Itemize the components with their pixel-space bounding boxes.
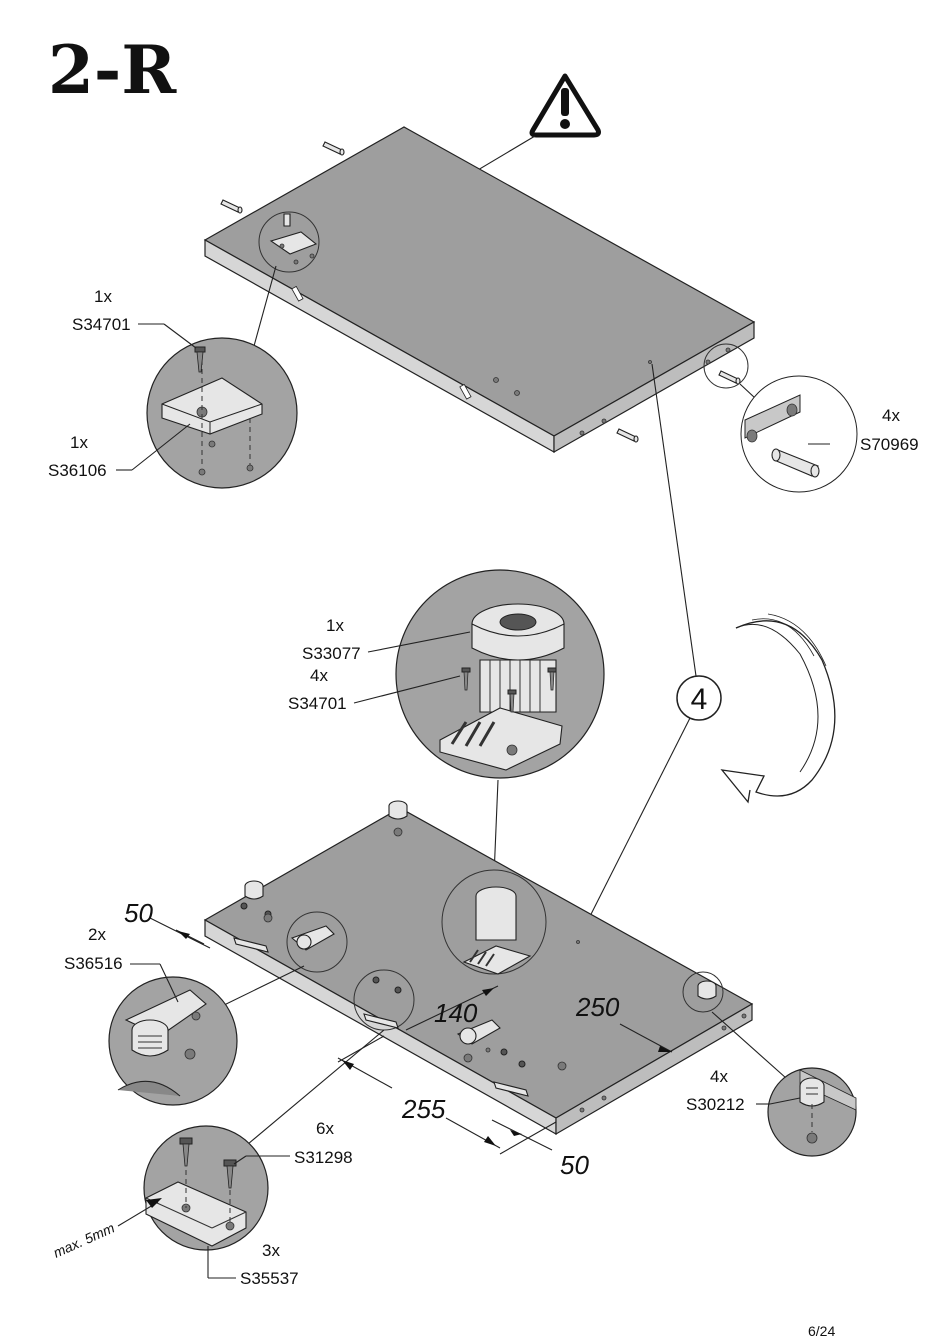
step-number-badge: 4 [676, 675, 722, 721]
detail-levelling-foot [395, 569, 605, 779]
qty-label: 1x [94, 287, 112, 306]
part-code: S33077 [302, 644, 361, 663]
dimension-250: 250 [575, 992, 673, 1053]
detail-plate-top [146, 337, 298, 489]
part-code: S36516 [64, 954, 123, 973]
step-number: 4 [691, 683, 708, 716]
part-code: S70969 [860, 435, 919, 454]
dimension-value: 250 [575, 992, 620, 1022]
detail-cam-bottom [108, 976, 238, 1106]
qty-label: 1x [70, 433, 88, 452]
dowel-pin [616, 428, 639, 443]
qty-label: 4x [710, 1067, 728, 1086]
bottom-board [203, 800, 754, 1136]
qty-label: 4x [882, 406, 900, 425]
detail-dowel [740, 375, 858, 493]
qty-label: 2x [88, 925, 106, 944]
dimension-value: 50 [124, 898, 153, 928]
rotate-arrow-icon [720, 613, 836, 804]
dimension-255: 255 [337, 1035, 557, 1155]
qty-label: 4x [310, 666, 328, 685]
max-gap-label: max. 5mm [51, 1219, 118, 1260]
levelling-foot [697, 980, 717, 1000]
dimension-value: 50 [560, 1150, 589, 1180]
page-number: 6/24 [808, 1323, 835, 1339]
part-code: S31298 [294, 1148, 353, 1167]
part-code: S35537 [240, 1269, 299, 1288]
step-title: 2-R [48, 31, 177, 109]
levelling-foot [244, 880, 264, 900]
qty-label: 1x [326, 616, 344, 635]
part-code: S34701 [288, 694, 347, 713]
dowel-pin [322, 141, 345, 156]
dowel-pin [718, 370, 741, 385]
dowel-pin [220, 199, 243, 214]
part-code: S30212 [686, 1095, 745, 1114]
dimension-140: 140 [405, 985, 499, 1031]
detail-cam-right [767, 1067, 857, 1157]
qty-label: 6x [316, 1119, 334, 1138]
dimension-50-left: 50 [124, 898, 211, 949]
detail-plate-bottom [143, 1125, 269, 1251]
dimension-50-bottom: 50 [491, 1119, 589, 1180]
levelling-foot [388, 800, 408, 820]
top-board [203, 126, 756, 454]
dimension-value: 255 [401, 1094, 446, 1124]
qty-label: 3x [262, 1241, 280, 1260]
dimension-value: 140 [434, 998, 478, 1028]
part-code: S36106 [48, 461, 107, 480]
warning-icon [529, 73, 601, 138]
part-code: S34701 [72, 315, 131, 334]
